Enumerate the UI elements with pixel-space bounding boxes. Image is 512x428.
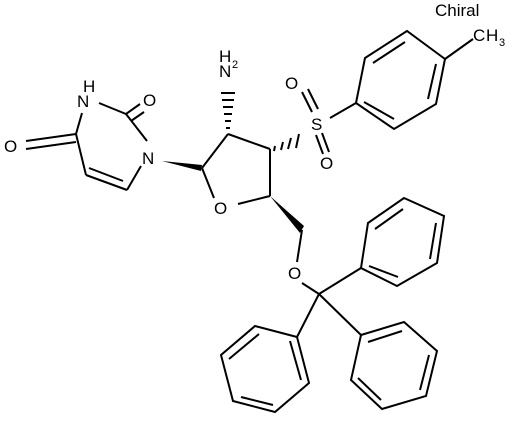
phenyl-ring-upper (359, 196, 446, 288)
n1-c1-wedge-bond (162, 161, 202, 171)
uracil-n1-label: N (142, 149, 154, 168)
amine-n-label: N (219, 62, 231, 81)
c2-amine-hash-bond (221, 92, 235, 129)
sulfonyl-o-top-label: O (285, 74, 298, 93)
sulfonyl-o-bottom-label: O (320, 154, 333, 173)
phenyl-ring-lower-right (349, 320, 439, 411)
uracil-ring-bonds (75, 102, 148, 191)
chiral-flag-label: Chiral (435, 1, 479, 20)
methyl-h-label: H (486, 26, 498, 45)
amine-h-label: H (219, 47, 231, 66)
uracil-o4-label: O (4, 137, 17, 156)
amine-h-count-label: 2 (232, 59, 238, 71)
sulfonyl-s-label: S (311, 115, 322, 134)
methyl-h-count-label: 3 (499, 37, 505, 49)
tolyl-ring-bonds (354, 29, 474, 131)
uracil-n3-label: N (77, 92, 89, 111)
ether-oxygen-label: O (288, 264, 301, 283)
uracil-o2-label: O (143, 91, 156, 110)
uracil-n3-h-label: H (83, 77, 95, 96)
trityl-ether-bonds (296, 229, 362, 338)
methyl-c-label: C (473, 26, 485, 45)
phenyl-ring-lower-left (219, 324, 311, 414)
c4-ch2-wedge-bond (270, 196, 304, 233)
c3-sulfonyl-hash-bond (273, 133, 300, 152)
sulfonyl-oxygen-bonds (301, 88, 357, 155)
sugar-ring-bonds (201, 133, 271, 205)
ring-oxygen-label: O (214, 199, 227, 218)
uracil-carbonyl-bonds (25, 103, 145, 150)
